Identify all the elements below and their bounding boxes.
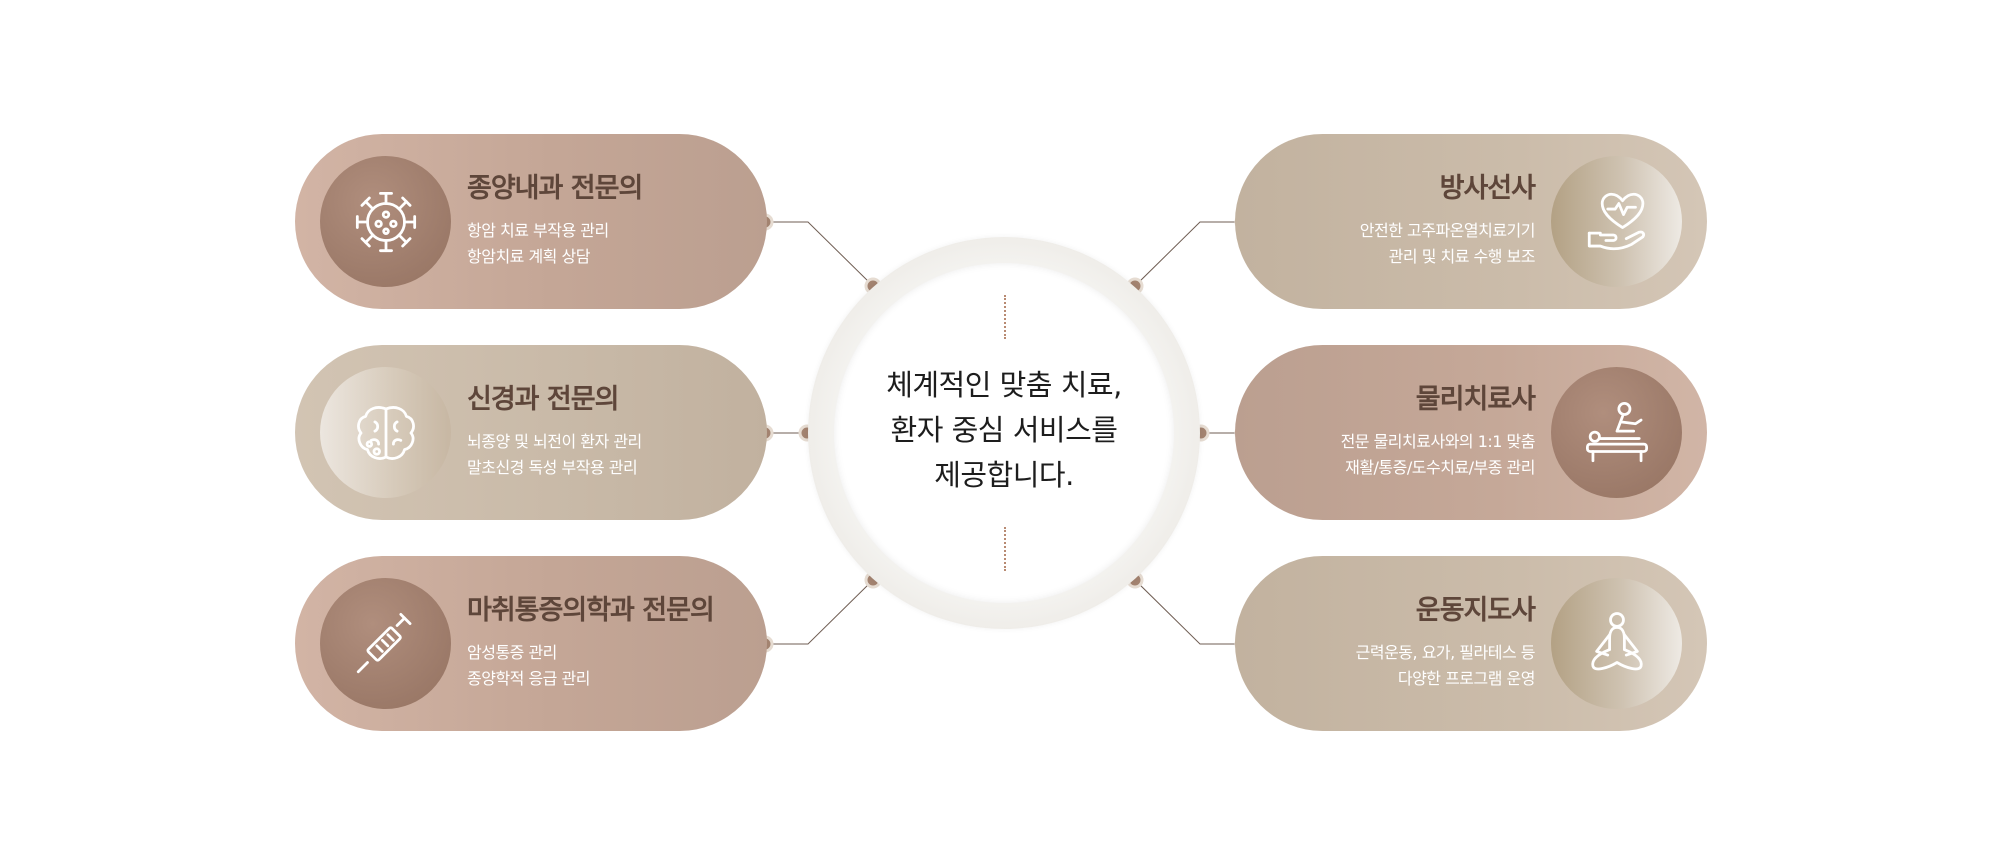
- card-title: 마취통증의학과 전문의: [467, 595, 715, 626]
- center-divider-bottom: [1004, 527, 1006, 571]
- heart-hand-icon: [1587, 192, 1645, 250]
- card-neurology: 신경과 전문의 뇌종양 및 뇌전이 환자 관리 말초신경 독성 부작용 관리: [295, 345, 767, 520]
- card-physio: 물리치료사 전문 물리치료사와의 1:1 맞춤 재활/통증/도수치료/부종 관리: [1235, 345, 1707, 520]
- card-anesthesiology: 마취통증의학과 전문의 암성통증 관리 종양학적 응급 관리: [295, 556, 767, 731]
- card-text: 신경과 전문의 뇌종양 및 뇌전이 환자 관리 말초신경 독성 부작용 관리: [467, 383, 642, 481]
- massage-icon: [1585, 401, 1648, 462]
- card-line: 관리 및 치료 수행 보조: [1388, 247, 1536, 266]
- icon-circle: [1551, 367, 1682, 498]
- card-line: 전문 물리치료사와의 1:1 맞춤: [1340, 432, 1536, 451]
- card-line: 다양한 프로그램 운영: [1397, 669, 1536, 688]
- card-line: 종양학적 응급 관리: [467, 669, 590, 688]
- center-line: 체계적인 맞춤 치료,: [886, 368, 1122, 402]
- center-line: 환자 중심 서비스를: [890, 413, 1118, 447]
- card-title: 방사선사: [1439, 173, 1536, 204]
- center-divider-top: [1004, 295, 1006, 339]
- card-line: 뇌종양 및 뇌전이 환자 관리: [467, 432, 642, 451]
- card-exercise: 운동지도사 근력운동, 요가, 필라테스 등 다양한 프로그램 운영: [1235, 556, 1707, 731]
- connector-line-anesthesiology: [765, 579, 874, 645]
- connector-line-radiology: [1134, 221, 1243, 287]
- icon-circle: [320, 367, 451, 498]
- connector-line-exercise: [1134, 579, 1243, 645]
- card-line: 항암 치료 부작용 관리: [467, 221, 609, 240]
- card-text: 마취통증의학과 전문의 암성통증 관리 종양학적 응급 관리: [467, 594, 715, 692]
- icon-circle: [1551, 578, 1682, 709]
- card-text: 물리치료사 전문 물리치료사와의 1:1 맞춤 재활/통증/도수치료/부종 관리: [1340, 383, 1536, 481]
- connector-line-oncology: [765, 221, 874, 287]
- card-title: 신경과 전문의: [467, 384, 619, 415]
- virus-icon: [355, 191, 416, 252]
- card-radiology: 방사선사 안전한 고주파온열치료기기 관리 및 치료 수행 보조: [1235, 134, 1707, 309]
- icon-circle: [320, 578, 451, 709]
- syringe-icon: [356, 612, 411, 673]
- card-title: 운동지도사: [1415, 595, 1536, 626]
- card-title: 물리치료사: [1415, 384, 1536, 415]
- brain-icon: [356, 405, 415, 460]
- icon-circle: [1551, 156, 1682, 287]
- icon-circle: [320, 156, 451, 287]
- card-line: 근력운동, 요가, 필라테스 등: [1355, 643, 1536, 662]
- card-text: 방사선사 안전한 고주파온열치료기기 관리 및 치료 수행 보조: [1359, 172, 1536, 270]
- card-line: 암성통증 관리: [467, 643, 557, 662]
- card-line: 재활/통증/도수치료/부종 관리: [1345, 458, 1535, 477]
- center-line: 제공합니다.: [934, 458, 1074, 492]
- card-line: 항암치료 계획 상담: [467, 247, 590, 266]
- card-line: 말초신경 독성 부작용 관리: [467, 458, 638, 477]
- card-text: 운동지도사 근력운동, 요가, 필라테스 등 다양한 프로그램 운영: [1355, 594, 1536, 692]
- card-line: 안전한 고주파온열치료기기: [1359, 221, 1536, 240]
- card-oncology: 종양내과 전문의 항암 치료 부작용 관리 항암치료 계획 상담: [295, 134, 767, 309]
- meditation-icon: [1590, 611, 1643, 670]
- card-title: 종양내과 전문의: [467, 173, 643, 204]
- card-text: 종양내과 전문의 항암 치료 부작용 관리 항암치료 계획 상담: [467, 172, 643, 270]
- center-message: 체계적인 맞춤 치료, 환자 중심 서비스를 제공합니다.: [834, 363, 1174, 498]
